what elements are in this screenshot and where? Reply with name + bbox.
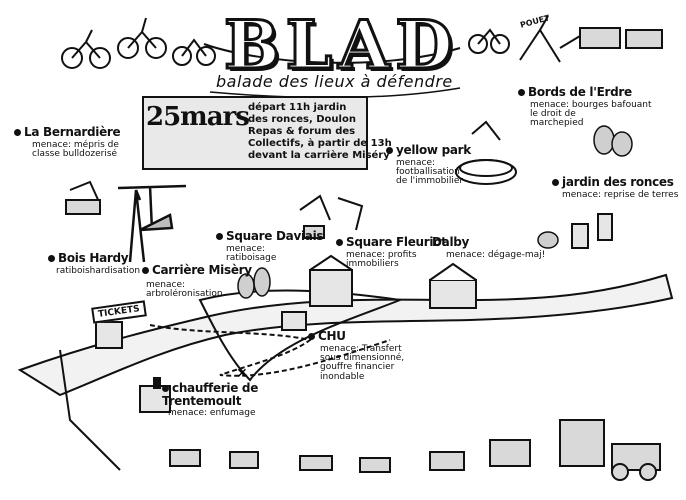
stadium-drawing — [455, 159, 517, 185]
place-bois-hardy: Bois Hardy ratiboishardisation — [48, 252, 140, 276]
place-dalby: Dalby menace: dégage-maj! — [432, 236, 545, 260]
threat-line: menace: — [226, 243, 266, 254]
location-dot-icon — [552, 179, 559, 186]
threat-line: menace: Transfert — [320, 343, 402, 354]
location-dot-icon — [142, 267, 149, 274]
trees-drawing — [237, 125, 633, 299]
programme-line: départ 11h jardin — [248, 102, 347, 113]
threat-line: immobiliers — [346, 259, 399, 270]
threat-line: le droit de — [530, 109, 576, 120]
top-bulldozers-drawing — [559, 27, 663, 49]
place-name: yellow park — [396, 143, 471, 157]
buildings-drawing — [95, 213, 613, 413]
location-dot-icon — [308, 333, 315, 340]
threat-line: inondable — [320, 371, 365, 382]
place-jardin-des-ronces: jardin des ronces menace: reprise de ter… — [552, 176, 678, 200]
crane-drawing — [117, 184, 187, 263]
location-dot-icon — [14, 129, 21, 136]
threat-line: menace: — [396, 157, 436, 168]
place-chu: CHU menace: Transfert sous dimensionné, … — [308, 330, 404, 382]
place-name: Dalby — [432, 235, 470, 249]
threat-line: ratiboisage — [226, 253, 277, 264]
threat-line: marchepied — [530, 118, 584, 129]
threat-line: de l'immobilier — [396, 176, 464, 187]
programme-line: Collectifs, à partir de 13h — [248, 138, 392, 149]
threat-line: arbroléronisation — [146, 289, 223, 300]
place-name: La Bernardière — [24, 125, 121, 139]
threat-line: gouffre financier — [320, 362, 395, 373]
excavators-drawing — [65, 120, 501, 239]
place-name: Bois Hardy — [58, 251, 129, 265]
programme-line: Repas & forum des — [248, 126, 356, 137]
place-name: chaufferie de Trentemoult — [162, 381, 259, 408]
bottom-machines-drawing — [59, 349, 661, 481]
river — [17, 273, 674, 397]
place-square-fleuriot: Square Fleuriot menace: profits immobili… — [336, 236, 447, 269]
threat-line: menace: bourges bafouant — [530, 99, 652, 110]
walk-route — [149, 324, 391, 377]
place-la-bernardiere: La Bernardière menace: mépris de classe … — [14, 125, 121, 160]
location-dot-icon — [48, 255, 55, 262]
threat-line: menace: enfumage — [168, 408, 256, 419]
programme-text: départ 11h jardin des ronces, Doulon Rep… — [248, 102, 392, 162]
threat-line: menace: mépris de — [32, 139, 119, 150]
threat-line: sous dimensionné, — [320, 353, 405, 364]
place-name: CHU — [318, 329, 346, 343]
location-dot-icon — [162, 385, 169, 392]
location-dot-icon — [336, 239, 343, 246]
threat-line: menace: dégage-maj! — [446, 249, 546, 260]
river-loop — [198, 289, 404, 382]
place-yellow-park: yellow park menace: footballisation de l… — [386, 144, 471, 187]
place-chaufferie-de-trentemoult: chaufferie de Trentemoult menace: enfuma… — [162, 382, 272, 419]
start-cross: ✕ — [236, 366, 248, 382]
map-subtitle: balade des lieux à défendre — [216, 72, 453, 91]
cyclists-drawing — [61, 15, 561, 69]
location-dot-icon — [216, 233, 223, 240]
programme-line: des ronces, Doulon — [248, 114, 356, 125]
place-name: Carrière Misèry — [152, 263, 252, 277]
threat-line: menace: — [146, 279, 186, 290]
place-bords-de-l-erdre: Bords de l'Erdre menace: bourges bafouan… — [518, 86, 652, 129]
title-ribbon — [203, 43, 461, 64]
threat-line: classe bulldozerisé — [32, 149, 118, 160]
threat-line: ratiboishardisation — [56, 265, 141, 276]
event-date: 25mars — [146, 102, 250, 132]
location-dot-icon — [386, 147, 393, 154]
place-name: Bords de l'Erdre — [528, 85, 632, 99]
location-dot-icon — [518, 89, 525, 96]
place-square-daviais: Square Daviais menace: ratiboisage — [216, 229, 324, 264]
programme-line: devant la carrière Miséry — [248, 150, 390, 161]
threat-line: menace: profits — [346, 249, 417, 260]
place-name: jardin des ronces — [562, 175, 674, 189]
threat-line: footballisation — [396, 167, 460, 178]
place-name: Square Daviais — [226, 229, 324, 243]
map-title: BLAD — [223, 5, 459, 86]
place-name: Square Fleuriot — [346, 235, 447, 249]
threat-line: menace: reprise de terres — [562, 189, 679, 200]
place-carriere-misery: Carrière Misèry menace: arbroléronisatio… — [142, 264, 252, 299]
programme-banner: 25mars départ 11h jardin des ronces, Dou… — [142, 96, 392, 170]
